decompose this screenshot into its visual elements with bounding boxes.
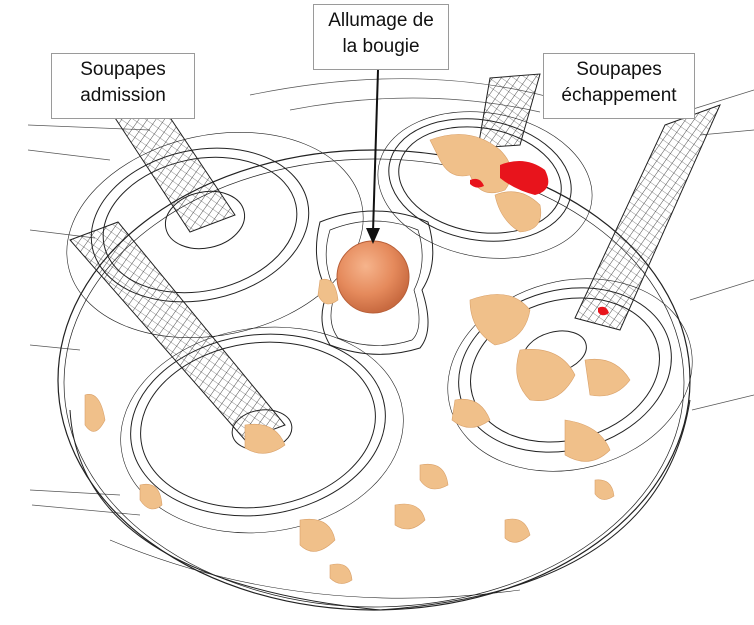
- exhaust-label-line1: Soupapes: [576, 59, 662, 80]
- intake-valve-stem-bottom: [69, 221, 286, 441]
- exhaust-label-line2: échappement: [561, 85, 677, 106]
- hot-spots: [470, 161, 609, 316]
- intake-label-line2: admission: [80, 85, 166, 106]
- spark-label: Allumage de la bougie: [313, 4, 449, 70]
- intake-label-line1: Soupapes: [80, 59, 166, 80]
- spark-label-line1: Allumage de: [328, 10, 434, 31]
- intake-valves-label: Soupapes admission: [51, 53, 195, 119]
- intake-valve-bottom: [120, 326, 404, 534]
- flame-kernel: [336, 240, 410, 314]
- exhaust-valve-stem-bottom: [574, 104, 721, 331]
- spark-label-line2: la bougie: [342, 36, 420, 57]
- flame-front-surface: [84, 134, 631, 584]
- spark-arrow: [366, 69, 380, 244]
- exhaust-valves-label: Soupapes échappement: [543, 53, 695, 119]
- exhaust-valve-stem-top: [477, 73, 541, 149]
